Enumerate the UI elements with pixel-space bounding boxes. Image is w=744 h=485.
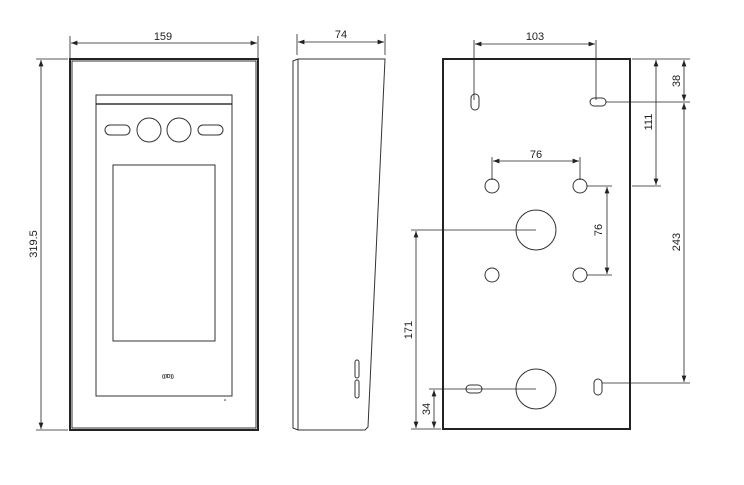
depth-dimension: 74 (335, 29, 347, 41)
back-view: 103 76 76 111 38 243 171 34 (403, 31, 690, 430)
dim-34: 34 (421, 403, 433, 415)
dim-103: 103 (526, 31, 544, 43)
camera-left (136, 117, 162, 143)
height-dimension: 319.5 (28, 230, 40, 258)
indicator-right (197, 124, 224, 136)
nfc-icon: ((ID)) (162, 374, 174, 380)
indicator-left (104, 124, 131, 136)
dim-38: 38 (671, 75, 683, 87)
front-view: ((ID)) 159 319.5 (28, 31, 259, 431)
dim-243: 243 (671, 233, 683, 251)
side-view: 74 (292, 29, 386, 431)
dim-76-h: 76 (530, 149, 542, 161)
screen (112, 164, 216, 342)
dim-76-v: 76 (593, 224, 605, 236)
front-panel (95, 94, 233, 397)
camera-right (166, 117, 192, 143)
dim-171: 171 (403, 321, 415, 339)
width-dimension: 159 (154, 31, 172, 43)
dim-111: 111 (643, 114, 655, 131)
